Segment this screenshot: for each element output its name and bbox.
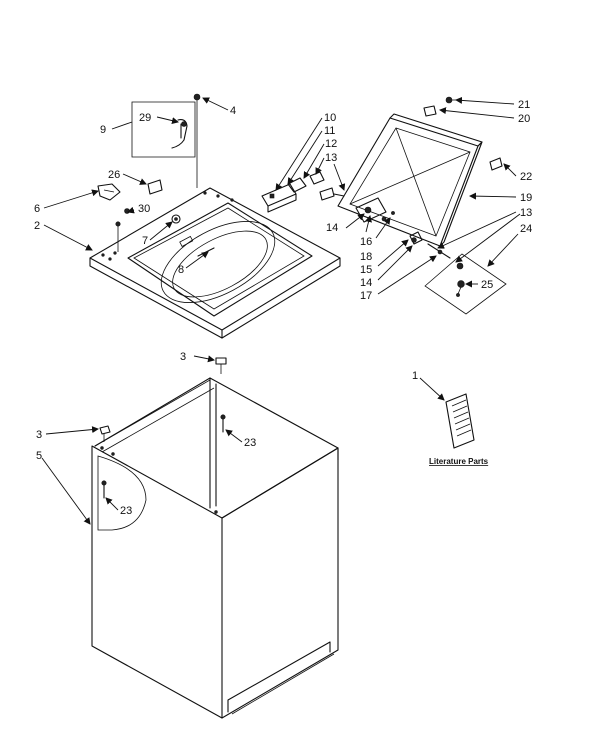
hinge-part-6 — [97, 183, 121, 201]
cabinet-top-part — [89, 100, 341, 339]
callout-22: 22 — [520, 171, 532, 183]
clip-part-3-lower — [99, 425, 111, 442]
callout-1: 1 — [412, 370, 418, 382]
callout-26: 26 — [108, 169, 120, 181]
lid-part-19 — [337, 113, 483, 247]
callout-15: 15 — [360, 264, 372, 276]
callout-4: 4 — [230, 105, 236, 117]
callout-23-left: 23 — [120, 505, 132, 517]
callout-9: 9 — [100, 124, 106, 136]
callout-30: 30 — [138, 203, 150, 215]
callout-6: 6 — [34, 203, 40, 215]
callout-23-right: 23 — [244, 437, 256, 449]
callout-16: 16 — [360, 236, 372, 248]
hinge-pin-part-13 — [319, 187, 345, 201]
callout-2: 2 — [34, 220, 40, 232]
callout-13-upper: 13 — [325, 152, 337, 164]
callout-19: 19 — [520, 192, 532, 204]
callout-labels: 4 9 29 26 6 30 2 7 8 10 11 12 13 14 16 1… — [34, 99, 532, 517]
hinge-clip-box-part-9 — [131, 101, 196, 158]
clip-part-3-upper — [215, 357, 227, 374]
callout-8: 8 — [178, 264, 184, 276]
screw-part-30 — [115, 208, 130, 252]
screw-part-4 — [193, 93, 201, 101]
callout-18: 18 — [360, 251, 372, 263]
callout-3-upper: 3 — [180, 351, 186, 363]
callout-13-lower: 13 — [520, 207, 532, 219]
screw-part-23-right — [220, 414, 226, 433]
callout-7: 7 — [142, 235, 148, 247]
literature-part-1 — [445, 393, 475, 449]
callout-5: 5 — [36, 450, 42, 462]
callout-10: 10 — [324, 112, 336, 124]
lid-hinge-lower-hardware — [409, 231, 464, 270]
callout-24: 24 — [520, 223, 532, 235]
callout-12: 12 — [325, 138, 337, 150]
screw-part-23-left — [97, 455, 147, 531]
callout-29: 29 — [139, 112, 151, 124]
clip-part-26 — [147, 179, 163, 195]
leader-lines — [41, 96, 521, 525]
literature-parts-label: Literature Parts — [429, 457, 489, 466]
callout-21: 21 — [518, 99, 530, 111]
callout-11: 11 — [324, 125, 335, 137]
callout-17: 17 — [360, 290, 372, 302]
callout-14-upper: 14 — [326, 222, 338, 234]
stop-part-20 — [423, 105, 437, 117]
bumper-part-7 — [171, 214, 181, 224]
cabinet-part-5 — [91, 377, 339, 719]
callout-20: 20 — [518, 113, 530, 125]
callout-25: 25 — [481, 279, 493, 291]
callout-14-lower: 14 — [360, 277, 372, 289]
bumper-part-22 — [489, 157, 503, 171]
callout-3-lower: 3 — [36, 429, 42, 441]
hinge-box-part-24 — [424, 253, 507, 315]
screw-part-8 — [197, 247, 215, 257]
